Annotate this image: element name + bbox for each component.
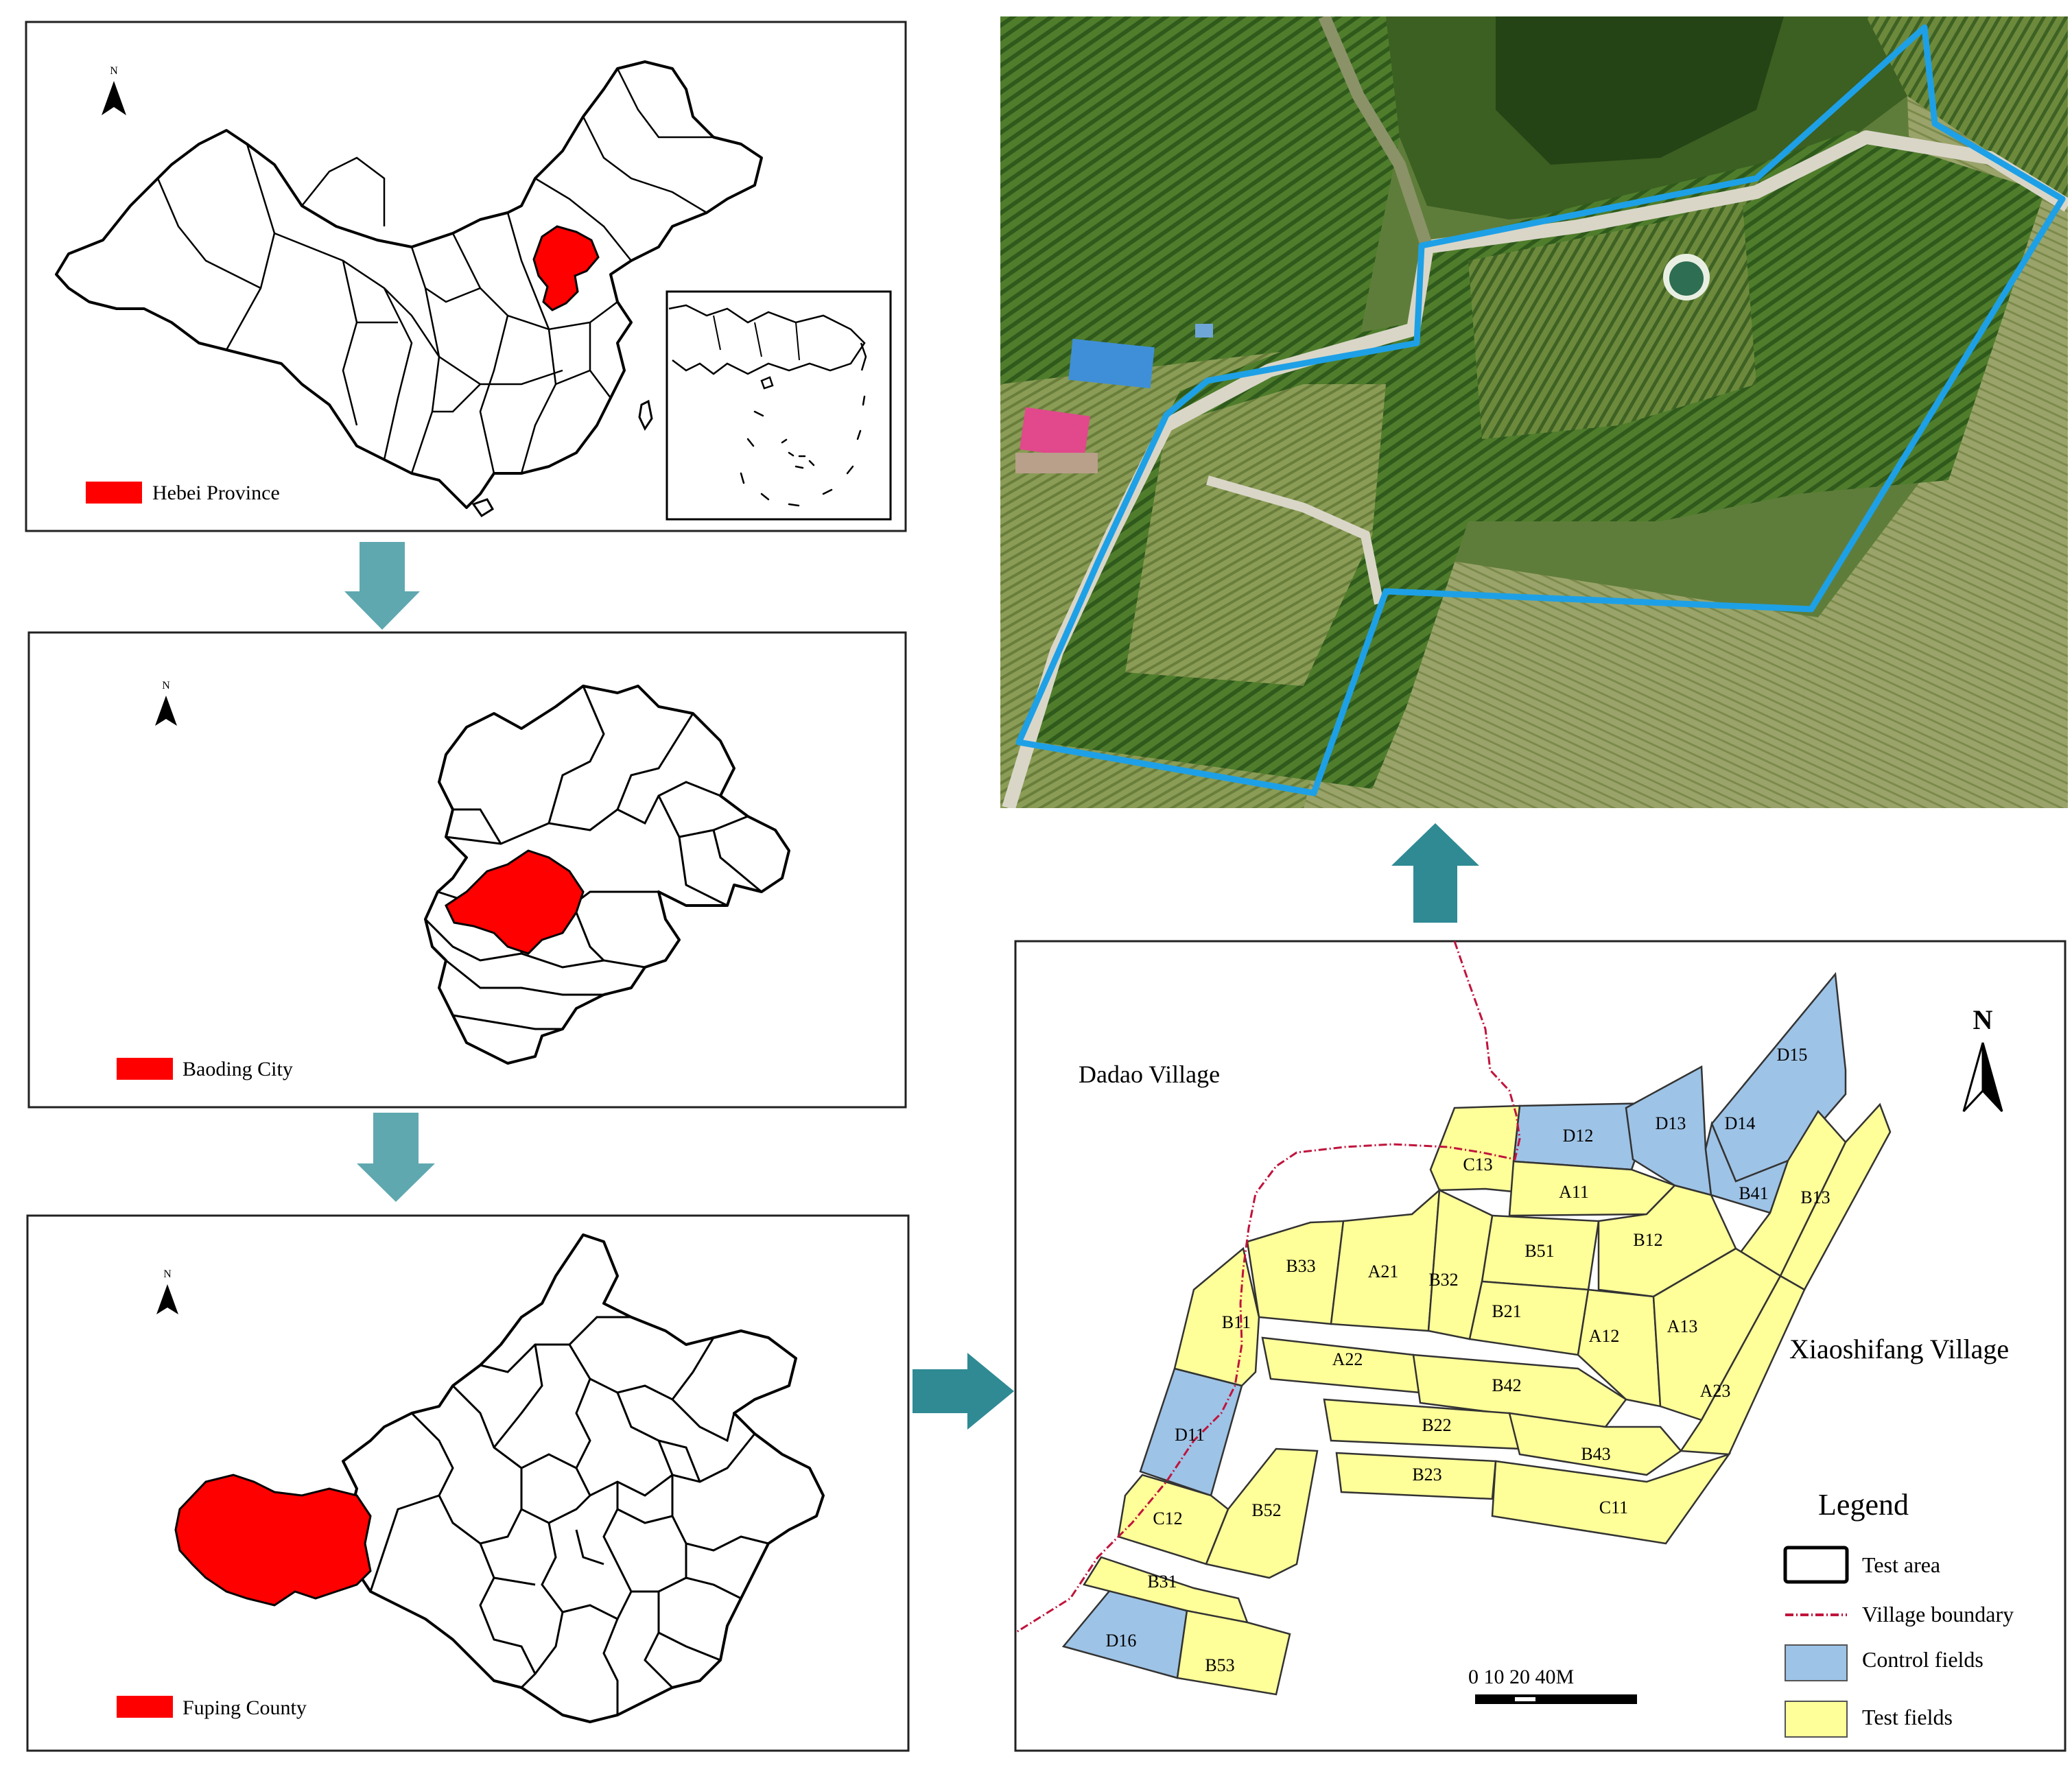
legend-label: Village boundary [1862, 1602, 2014, 1627]
field-label: B23 [1412, 1465, 1441, 1485]
north-arrow-icon: N [102, 65, 126, 115]
legend-swatch-test-fields [1785, 1701, 1848, 1738]
field-label: D13 [1656, 1113, 1686, 1133]
north-letter: N [163, 1268, 172, 1280]
field-label: B42 [1492, 1375, 1521, 1395]
field-label: B51 [1524, 1241, 1554, 1261]
test-field [1491, 1452, 1732, 1545]
north-arrow-icon: N [1962, 1004, 2003, 1113]
field-label: D15 [1777, 1045, 1808, 1065]
field-label: C13 [1463, 1155, 1492, 1174]
fields [1061, 971, 1892, 1696]
field-label: B52 [1251, 1500, 1281, 1520]
field-label: B22 [1422, 1415, 1451, 1435]
test-field [1779, 1102, 1892, 1291]
field-label: B43 [1581, 1444, 1610, 1464]
hebei-province-highlight [532, 225, 600, 311]
field-label: D16 [1106, 1631, 1137, 1651]
hebei-map-panel: N Baoding City [27, 631, 907, 1109]
baoding-map-panel: N [26, 1214, 910, 1752]
field-label: A21 [1368, 1262, 1399, 1281]
north-letter: N [162, 680, 170, 691]
hebei-outline [424, 685, 790, 1065]
village-label: Dadao Village [1079, 1061, 1220, 1088]
field-label: A11 [1559, 1182, 1589, 1202]
village-label: Xiaoshifang Village [1789, 1334, 2009, 1364]
field-map-panel: N Dadao Village Xiaoshifang Village [1014, 940, 2067, 1752]
field-label: D14 [1725, 1113, 1756, 1133]
field-label: D11 [1175, 1425, 1205, 1445]
legend-title: Legend [1818, 1488, 1909, 1522]
china-map-panel: N [25, 21, 907, 532]
field-label: B12 [1633, 1230, 1662, 1250]
field-label: A22 [1332, 1349, 1363, 1369]
field-map-legend: Legend Test area Village boundary Contro… [1783, 1488, 2014, 1738]
up-arrow-icon [1391, 823, 1479, 923]
field-label: C12 [1153, 1509, 1182, 1528]
field-label: A13 [1667, 1316, 1698, 1336]
fuping-county-highlight [174, 1474, 372, 1607]
field-label: B11 [1222, 1312, 1251, 1332]
field-labels: D15 D12 D13 D14 D11 D16 C13 A11 B41 B13 … [1106, 1045, 1830, 1675]
test-field [1429, 1104, 1535, 1195]
test-field [1508, 1412, 1682, 1476]
legend-label: Test fields [1862, 1705, 1953, 1729]
test-field [1679, 1275, 1806, 1456]
test-field [1176, 1609, 1291, 1696]
field-label: B13 [1800, 1187, 1830, 1207]
legend-swatch [117, 1058, 173, 1080]
field-label: C11 [1599, 1498, 1628, 1517]
test-field [1335, 1452, 1497, 1500]
field-label: B41 [1739, 1183, 1768, 1203]
field-label: A23 [1700, 1381, 1731, 1401]
china-outline [55, 60, 763, 509]
north-arrow-icon: N [155, 680, 177, 726]
legend-swatch-test-area [1783, 1546, 1849, 1584]
down-arrow-icon [344, 542, 420, 630]
field-label: B31 [1147, 1572, 1177, 1592]
north-letter: N [1973, 1004, 1993, 1035]
scale-bar: 0 10 20 40M [1468, 1666, 1637, 1704]
north-arrow-icon: N [156, 1268, 178, 1314]
village-boundary-line [1015, 941, 1521, 1634]
field-label: B33 [1286, 1256, 1315, 1276]
field-label: B32 [1428, 1270, 1458, 1290]
field-label: A12 [1589, 1326, 1620, 1346]
down-arrow-icon [357, 1113, 435, 1202]
china-province-lines [156, 68, 714, 474]
test-area-boundary [1015, 24, 2066, 796]
test-field [1205, 1447, 1319, 1579]
scale-label: 0 10 20 40M [1468, 1666, 1574, 1688]
south-china-sea-inset [666, 290, 892, 521]
legend-label: Test area [1862, 1552, 1940, 1577]
aerial-photo [1000, 16, 2068, 808]
legend-label: Fuping County [183, 1696, 307, 1719]
field-label: B53 [1205, 1655, 1234, 1675]
test-field [1173, 1246, 1260, 1387]
field-label: D12 [1563, 1126, 1594, 1146]
north-letter: N [110, 65, 118, 77]
field-label: B21 [1492, 1301, 1521, 1321]
legend-label: Control fields [1862, 1647, 1983, 1672]
right-arrow-icon [913, 1353, 1014, 1430]
baoding-city-highlight [445, 849, 585, 955]
legend-swatch-control-fields [1785, 1644, 1848, 1681]
test-field [1577, 1288, 1662, 1408]
legend-swatch [86, 482, 142, 504]
legend-label: Hebei Province [152, 482, 280, 504]
legend-swatch [117, 1696, 173, 1718]
legend-label: Baoding City [183, 1058, 293, 1080]
test-field [1597, 1184, 1737, 1298]
test-field [1412, 1353, 1627, 1428]
